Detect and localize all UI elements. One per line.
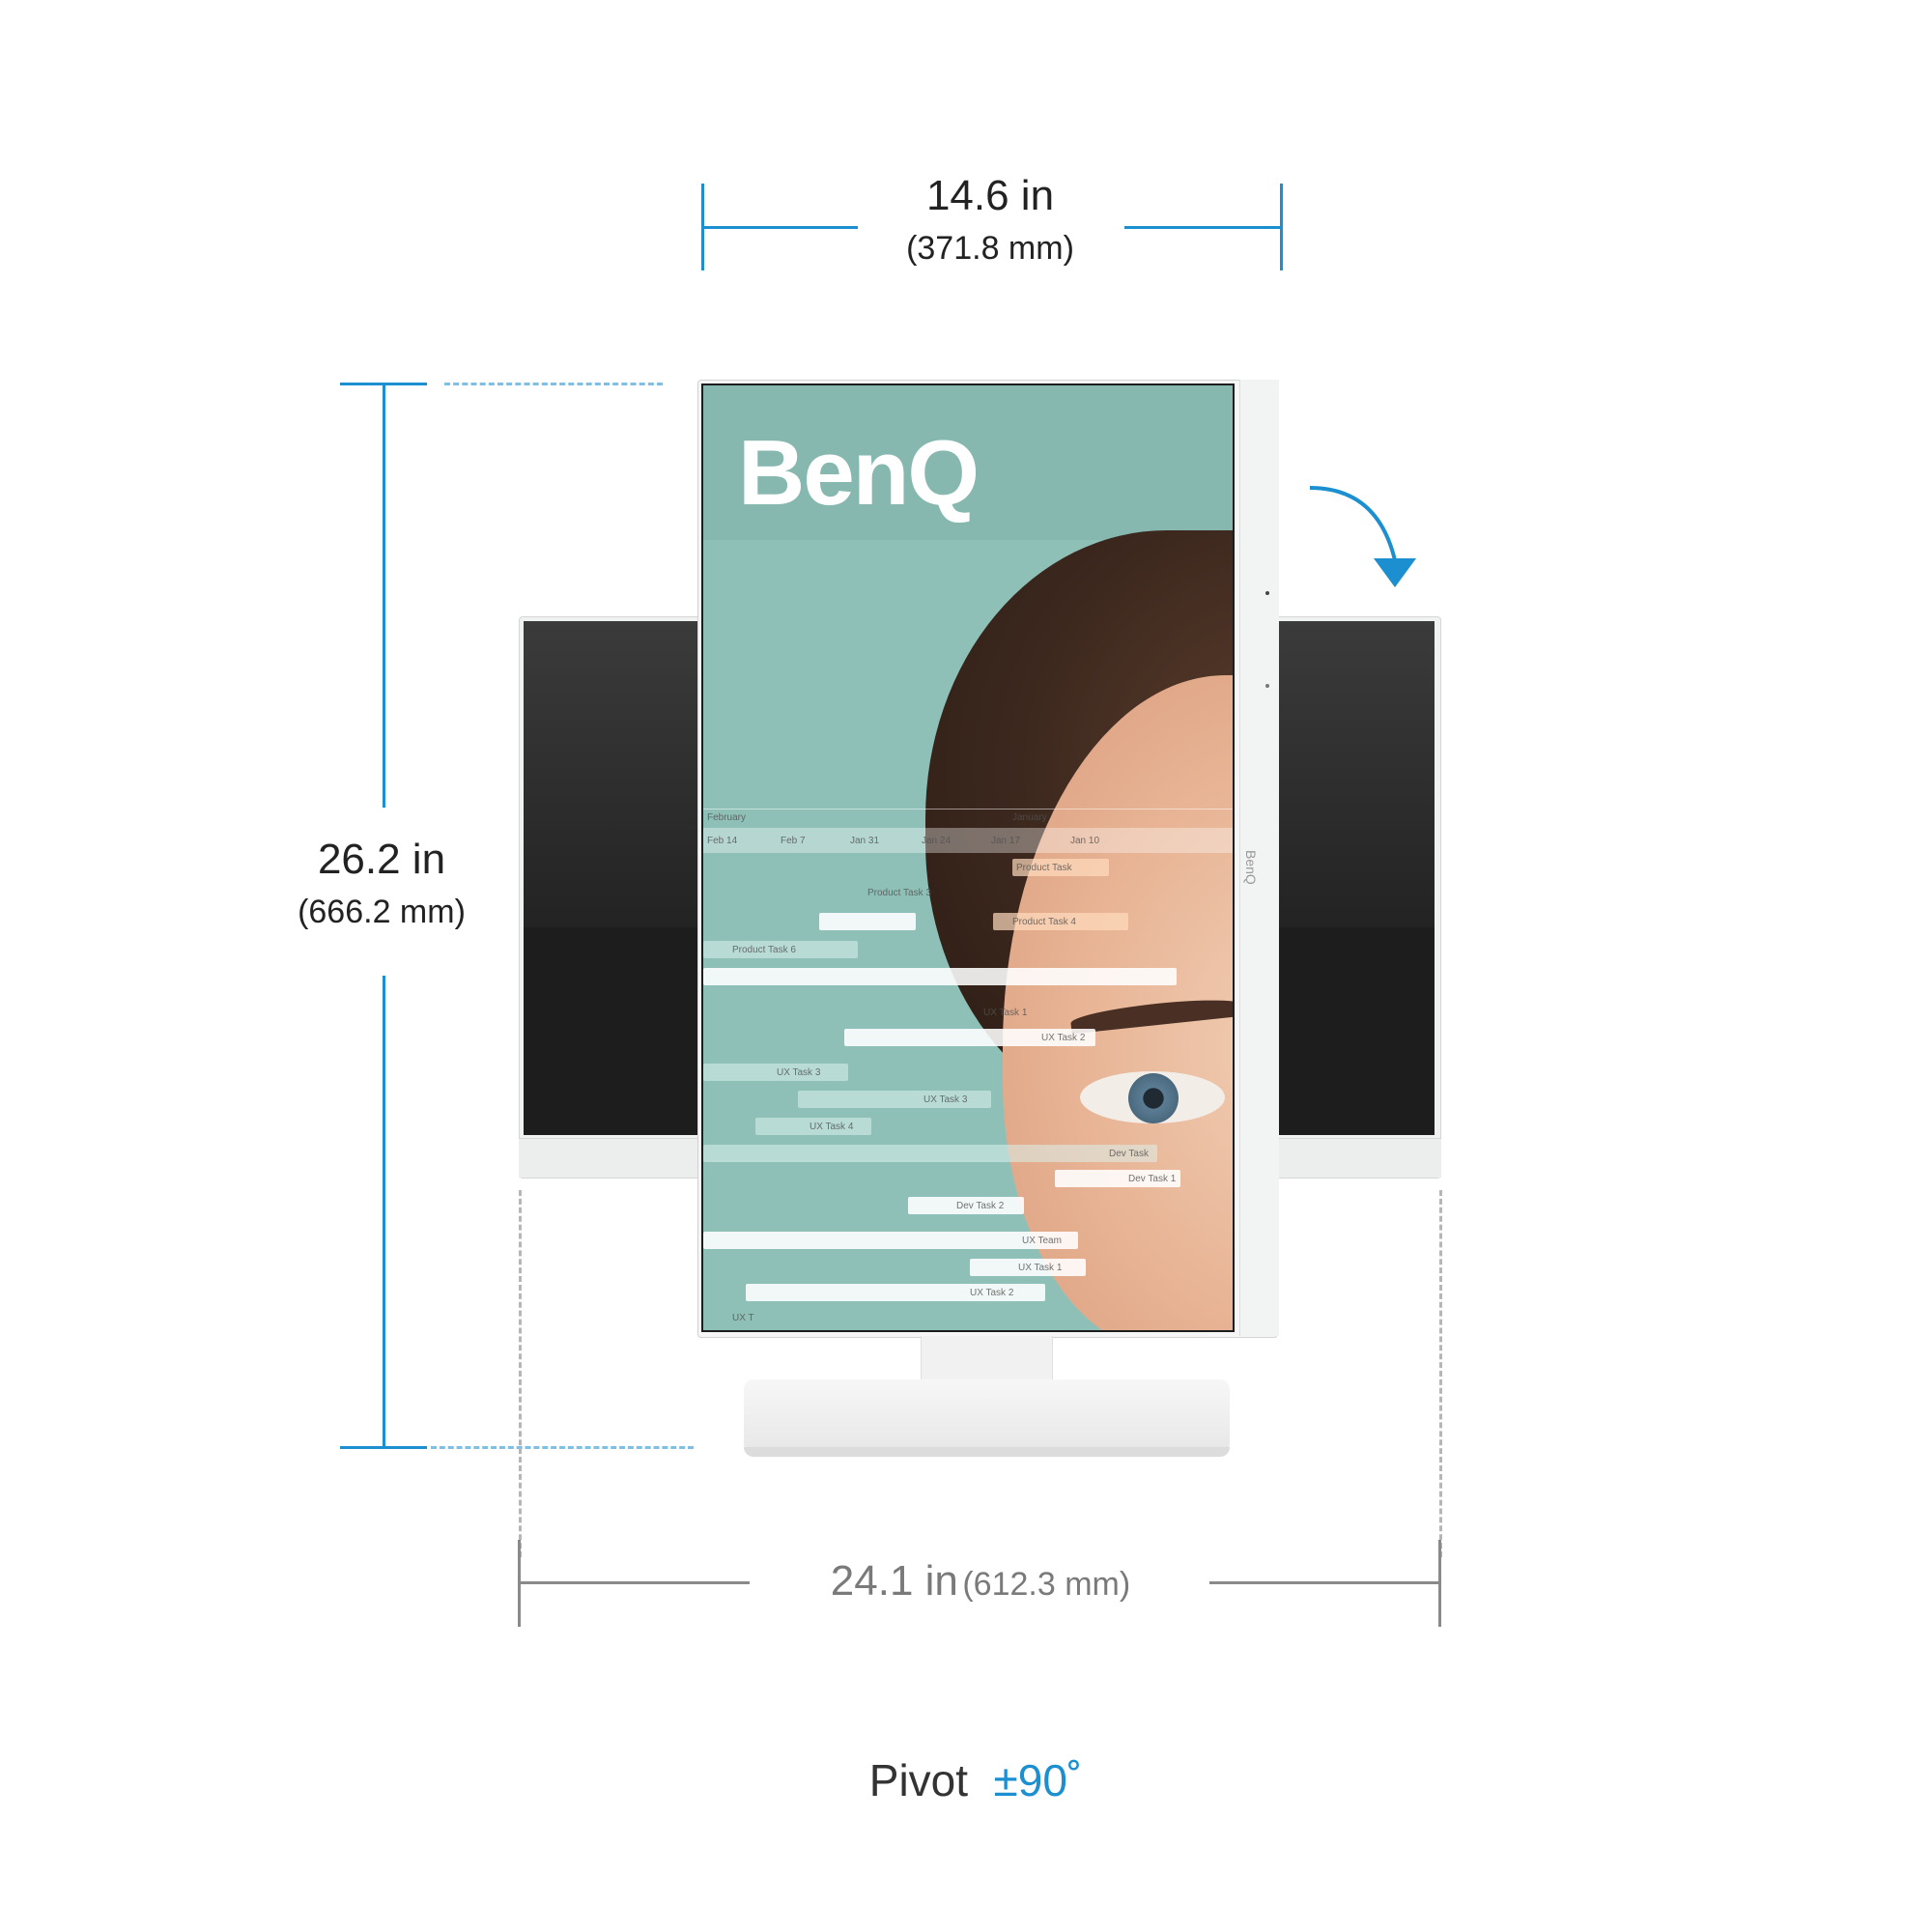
gantt-bar bbox=[993, 913, 1128, 930]
gantt-month: February bbox=[707, 812, 747, 823]
screen-top-band bbox=[703, 385, 1233, 540]
gantt-task: UX T bbox=[732, 1313, 754, 1323]
landscape-width-mm: (612.3 mm) bbox=[962, 1566, 1131, 1603]
side-button-dot bbox=[1265, 591, 1269, 595]
bottom-dim-right-dashed bbox=[1439, 1190, 1442, 1557]
gantt-task: Dev Task bbox=[1109, 1149, 1149, 1159]
top-dim-right-tick bbox=[1280, 184, 1283, 270]
left-dim-upper-line bbox=[383, 383, 385, 808]
gantt-bar bbox=[746, 1284, 1045, 1301]
height-mm-label: (666.2 mm) bbox=[298, 894, 466, 930]
gantt-task: UX Team bbox=[1022, 1236, 1062, 1246]
gantt-bar bbox=[703, 1232, 1078, 1249]
pivot-label: Pivot bbox=[868, 1755, 969, 1805]
landscape-width-inches: 24.1 in bbox=[830, 1557, 958, 1605]
width-inches-label: 14.6 in bbox=[925, 172, 1055, 219]
portrait-monitor-side bbox=[1239, 380, 1279, 1336]
gantt-bar bbox=[970, 1259, 1086, 1276]
rotate-arrow-icon bbox=[1309, 486, 1416, 587]
side-button-dot bbox=[1265, 684, 1269, 688]
gantt-bar bbox=[755, 1118, 871, 1135]
gantt-task: Product Task 6 bbox=[732, 945, 796, 955]
monitor-stand-base-edge bbox=[744, 1447, 1230, 1457]
gantt-bar bbox=[844, 1029, 1095, 1046]
gantt-task: UX Task 1 bbox=[983, 1008, 1028, 1018]
gantt-bar bbox=[703, 1145, 1157, 1162]
side-brand-logo: BenQ bbox=[1243, 850, 1259, 885]
gantt-header-line bbox=[703, 809, 1233, 810]
gantt-bar bbox=[798, 1091, 991, 1108]
portrait-screen: BenQ February January Feb 14 Feb 7 Jan 3… bbox=[701, 384, 1235, 1332]
width-mm-label: (371.8 mm) bbox=[906, 230, 1074, 267]
gantt-bar bbox=[1055, 1170, 1180, 1187]
gantt-date: Jan 10 bbox=[1070, 836, 1100, 846]
gantt-bar bbox=[1012, 859, 1109, 876]
gantt-task: Product Task 3 bbox=[867, 888, 931, 898]
gantt-task: UX Task 3 bbox=[777, 1067, 821, 1078]
benq-logo: BenQ bbox=[738, 421, 980, 525]
left-dim-lower-line bbox=[383, 976, 385, 1449]
gantt-task: UX Task 4 bbox=[810, 1122, 854, 1132]
top-dim-left-line bbox=[701, 226, 858, 229]
gantt-task: UX Task 2 bbox=[1041, 1033, 1086, 1043]
gantt-bar bbox=[703, 968, 1177, 985]
bottom-dim-left-dashed bbox=[519, 1190, 522, 1557]
gantt-date: Jan 24 bbox=[922, 836, 952, 846]
pivot-value: ±90˚ bbox=[993, 1755, 1083, 1805]
monitor-stand-base bbox=[744, 1379, 1230, 1453]
gantt-task: Product Task bbox=[1016, 863, 1072, 873]
left-dim-bottom-dashed bbox=[431, 1446, 694, 1449]
gantt-task: UX Task 2 bbox=[970, 1288, 1014, 1298]
gantt-task: Dev Task 1 bbox=[1128, 1174, 1177, 1184]
bottom-dim-left-line bbox=[518, 1581, 750, 1584]
gantt-bar bbox=[908, 1197, 1024, 1214]
gantt-task: UX Task 3 bbox=[923, 1094, 968, 1105]
bottom-dim-right-line bbox=[1209, 1581, 1441, 1584]
gantt-task: Dev Task 2 bbox=[956, 1201, 1005, 1211]
gantt-task: Product Task 4 bbox=[1012, 917, 1076, 927]
height-inches-label: 26.2 in bbox=[317, 836, 446, 883]
landscape-width-label: 24.1 in (612.3 mm) bbox=[763, 1557, 1198, 1605]
gantt-date: Feb 7 bbox=[781, 836, 806, 846]
pivot-caption: Pivot ±90˚ bbox=[773, 1754, 1179, 1806]
gantt-date: Jan 17 bbox=[991, 836, 1021, 846]
portrait-iris bbox=[1128, 1073, 1179, 1123]
gantt-date: Feb 14 bbox=[707, 836, 738, 846]
gantt-task: UX Task 1 bbox=[1018, 1263, 1063, 1273]
gantt-bar bbox=[819, 913, 916, 930]
gantt-date: Jan 31 bbox=[850, 836, 880, 846]
gantt-bar bbox=[703, 941, 858, 958]
left-dim-top-dashed bbox=[444, 383, 663, 385]
top-dim-right-line bbox=[1124, 226, 1281, 229]
gantt-date-row bbox=[703, 828, 1233, 853]
gantt-bar bbox=[703, 1064, 848, 1081]
gantt-month: January bbox=[1012, 812, 1047, 823]
